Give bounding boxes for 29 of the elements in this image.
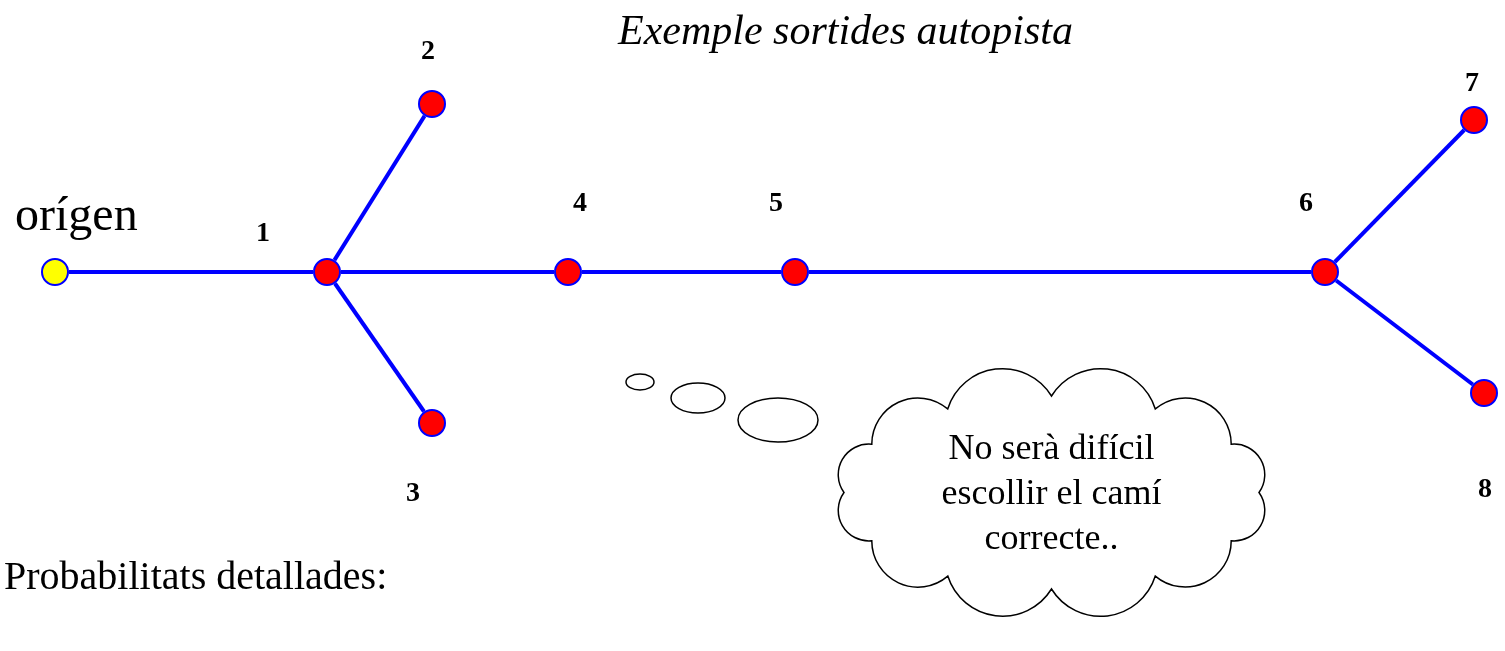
node-number: 7 <box>1465 68 1479 96</box>
origin-label: orígen <box>15 190 138 238</box>
connector-line <box>1334 278 1475 387</box>
node-number: 5 <box>769 188 783 216</box>
node-dot <box>1311 258 1339 286</box>
node-dot <box>1460 106 1488 134</box>
connector-line <box>333 282 426 413</box>
node-dot <box>781 258 809 286</box>
connector-line <box>332 114 427 262</box>
node-dot <box>1470 379 1498 407</box>
node-dot <box>418 90 446 118</box>
node-number: 3 <box>406 478 420 506</box>
connector-line <box>1333 128 1466 264</box>
node-dot <box>41 258 69 286</box>
connector-line <box>341 270 554 274</box>
node-number: 2 <box>421 36 435 64</box>
connector-line <box>809 270 1311 274</box>
node-number: 6 <box>1299 188 1313 216</box>
cloud-text: No serà difícil escollir el camí correcte.. <box>940 426 1163 559</box>
node-dot <box>418 409 446 437</box>
diagram-title: Exemple sortides autopista <box>618 6 1073 54</box>
node-dot <box>554 258 582 286</box>
node-number: 8 <box>1478 474 1492 502</box>
node-number: 4 <box>573 188 587 216</box>
node-number: 1 <box>256 218 270 246</box>
connector-line <box>69 270 313 274</box>
node-dot <box>313 258 341 286</box>
note-text: Probabilitats detallades: <box>4 552 388 599</box>
connector-line <box>582 270 781 274</box>
